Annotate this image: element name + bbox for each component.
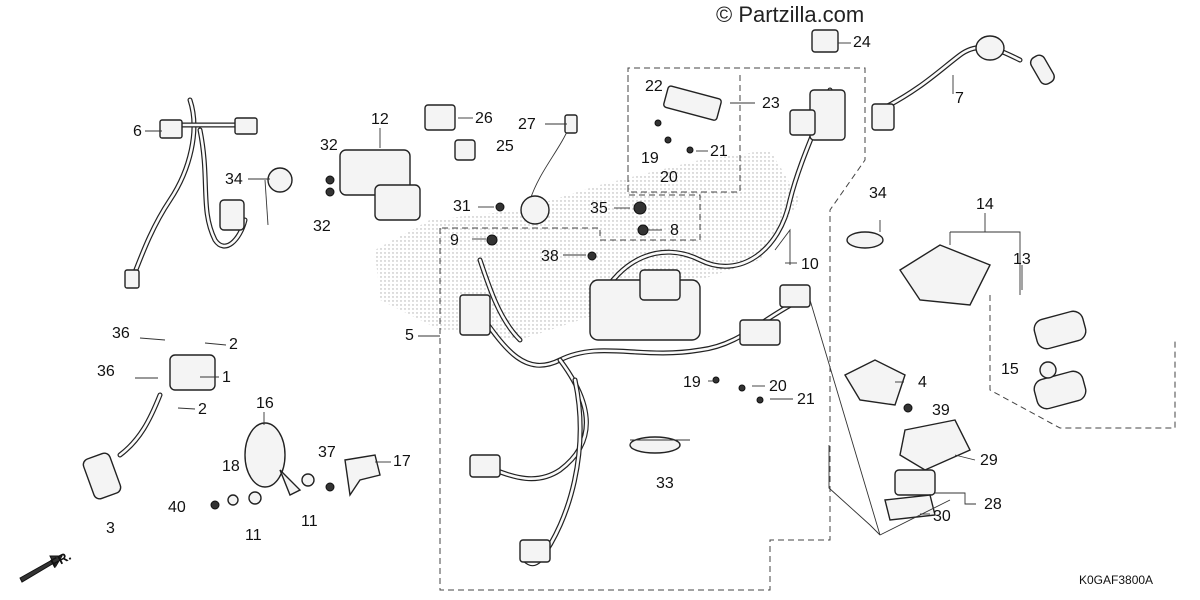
callout-24[interactable]: 24 xyxy=(853,34,871,51)
tie-band-33-shape xyxy=(629,436,690,454)
callout-32-top[interactable]: 32 xyxy=(320,137,338,154)
tie-band-34-shape xyxy=(846,231,884,249)
callout-30[interactable]: 30 xyxy=(933,508,951,525)
cover-29-shape xyxy=(899,419,971,471)
callout-10[interactable]: 10 xyxy=(801,256,819,273)
unit-28-shape xyxy=(884,469,936,521)
callout-16[interactable]: 16 xyxy=(256,395,274,412)
callout-29[interactable]: 29 xyxy=(980,452,998,469)
callout-36-top[interactable]: 36 xyxy=(112,325,130,342)
bracket-17-shape xyxy=(344,454,381,497)
fuse-block-shape xyxy=(663,85,722,121)
band-34-shape xyxy=(264,167,293,226)
frame-shading xyxy=(375,150,800,340)
callout-8[interactable]: 8 xyxy=(670,222,679,239)
callout-20-top[interactable]: 20 xyxy=(660,169,678,186)
callout-23[interactable]: 23 xyxy=(762,95,780,112)
callout-11-right[interactable]: 11 xyxy=(301,513,318,530)
callout-13[interactable]: 13 xyxy=(1013,251,1031,268)
callout-2-top[interactable]: 2 xyxy=(229,336,238,353)
callout-40[interactable]: 40 xyxy=(168,499,186,516)
callout-9[interactable]: 9 xyxy=(450,232,459,249)
callout-4[interactable]: 4 xyxy=(918,374,927,391)
callout-15[interactable]: 15 xyxy=(1001,361,1019,378)
diagram-code: K0GAF3800A xyxy=(1079,573,1154,587)
front-arrow xyxy=(19,555,63,583)
regulator-shape xyxy=(844,359,906,406)
key-fob-shape xyxy=(1033,310,1087,410)
sub-harness xyxy=(124,97,258,289)
callout-27[interactable]: 27 xyxy=(518,116,536,133)
main-wire-harness xyxy=(459,87,846,567)
watermark: © Partzilla.com xyxy=(716,2,865,27)
callout-6[interactable]: 6 xyxy=(133,123,142,140)
callout-38[interactable]: 38 xyxy=(541,248,559,265)
callout-34-right[interactable]: 34 xyxy=(869,185,887,202)
group-boundaries xyxy=(439,67,1176,591)
control-unit-shape xyxy=(899,244,991,306)
callout-22[interactable]: 22 xyxy=(645,78,663,95)
callout-39[interactable]: 39 xyxy=(932,402,950,419)
callout-35[interactable]: 35 xyxy=(590,200,608,217)
callout-3[interactable]: 3 xyxy=(106,520,115,537)
callout-12[interactable]: 12 xyxy=(371,111,389,128)
callout-32-bottom[interactable]: 32 xyxy=(313,218,331,235)
ignition-coil-shape xyxy=(82,354,216,500)
callout-33[interactable]: 33 xyxy=(656,475,674,492)
callout-26[interactable]: 26 xyxy=(475,110,493,127)
relay-24-shape xyxy=(811,29,839,53)
callout-7[interactable]: 7 xyxy=(955,90,964,107)
callout-17[interactable]: 17 xyxy=(393,453,411,470)
callout-36-bottom[interactable]: 36 xyxy=(97,363,115,380)
leader-lines xyxy=(145,42,1023,536)
cover-26-shape xyxy=(424,104,456,131)
callout-18[interactable]: 18 xyxy=(222,458,240,475)
callout-19-bottom[interactable]: 19 xyxy=(683,374,701,391)
callout-1[interactable]: 1 xyxy=(222,369,231,386)
horn-shape xyxy=(244,422,302,496)
cable-7 xyxy=(871,35,1055,131)
fuse-25-shape xyxy=(454,139,476,161)
callout-5[interactable]: 5 xyxy=(405,327,414,344)
fasteners xyxy=(135,119,913,510)
sensor-27-shape xyxy=(520,114,578,225)
callout-25[interactable]: 25 xyxy=(496,138,514,155)
callout-14[interactable]: 14 xyxy=(976,196,994,213)
callout-21-top[interactable]: 21 xyxy=(710,143,728,160)
callout-2-bottom[interactable]: 2 xyxy=(198,401,207,418)
starter-relay-shape xyxy=(339,149,421,221)
callout-37[interactable]: 37 xyxy=(318,444,336,461)
callout-21-bottom[interactable]: 21 xyxy=(797,391,815,408)
callout-20-bottom[interactable]: 20 xyxy=(769,378,787,395)
callout-11-left[interactable]: 11 xyxy=(245,527,262,544)
callout-34-left[interactable]: 34 xyxy=(225,171,243,188)
callout-19-top[interactable]: 19 xyxy=(641,150,659,167)
callout-28[interactable]: 28 xyxy=(984,496,1002,513)
callout-31[interactable]: 31 xyxy=(453,198,471,215)
